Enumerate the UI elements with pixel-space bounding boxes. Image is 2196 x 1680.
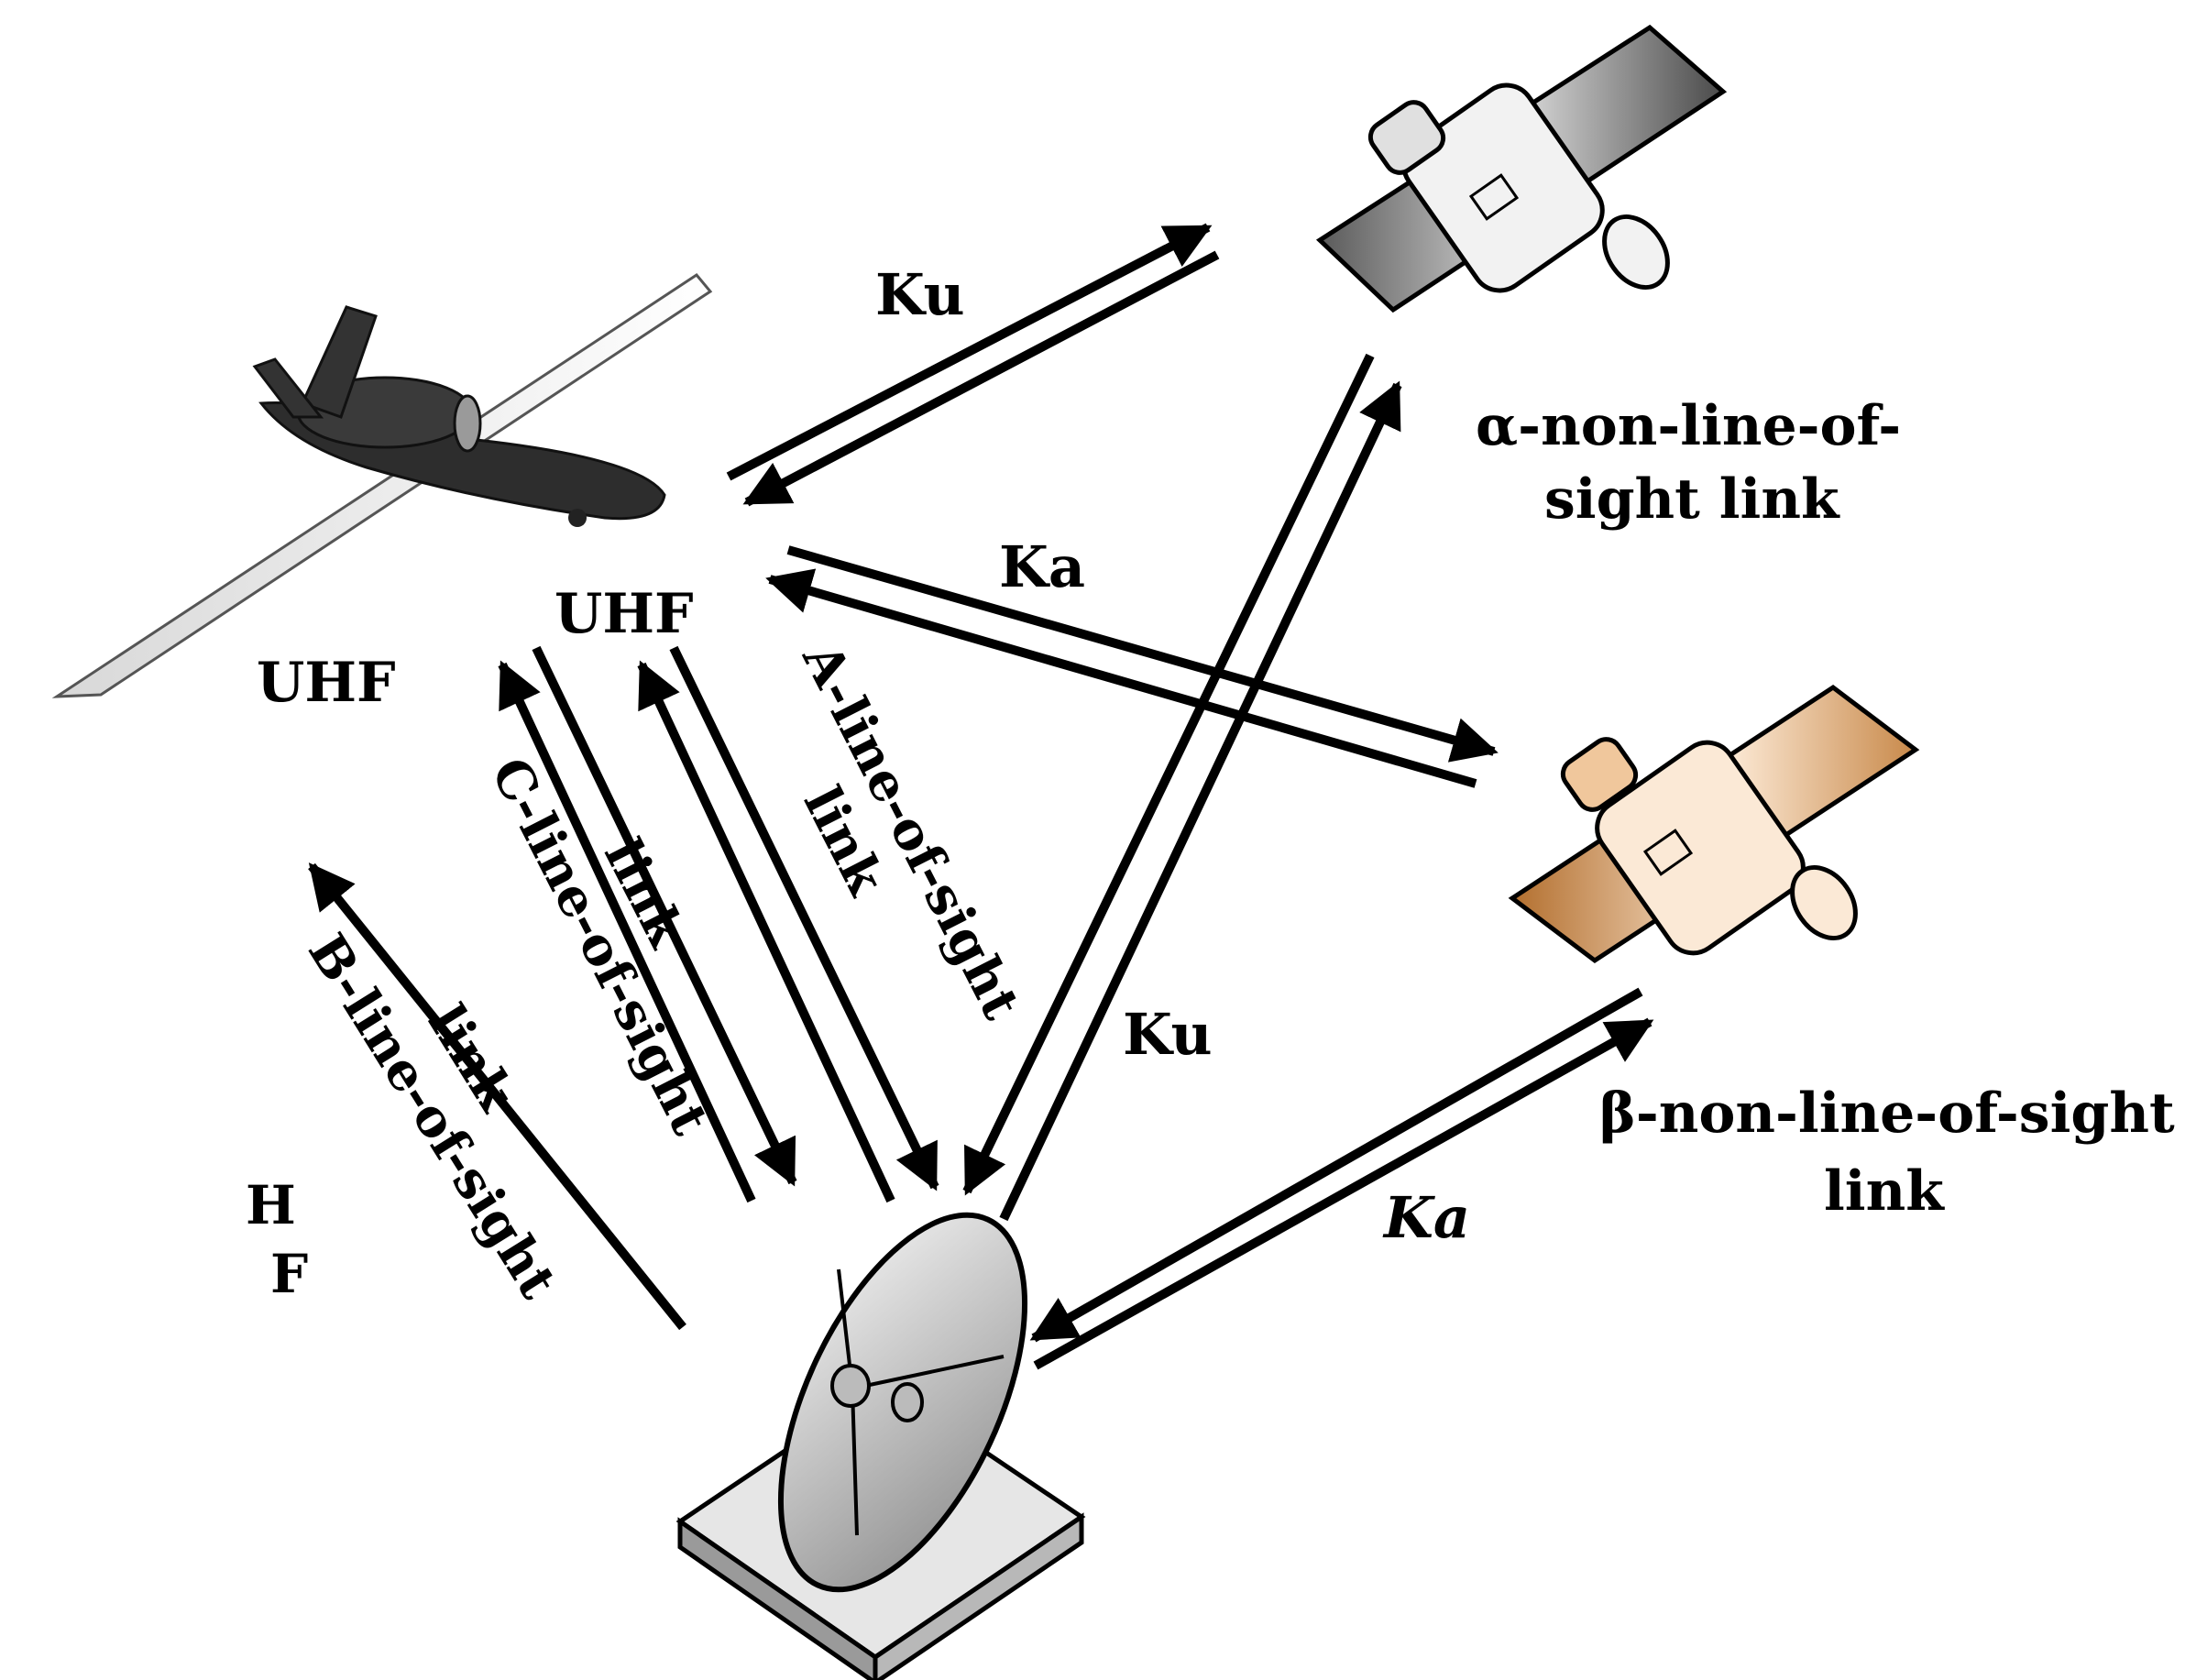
- beta-nlos-label-line1: β-non-line-of-sight: [1599, 1082, 2175, 1146]
- b-los-hf-arrow: [308, 862, 686, 1331]
- satellite-dish-icon: [675, 1212, 1086, 1680]
- ka-uplink-arrow: [786, 545, 1499, 763]
- ka-downlink-arrow: [765, 568, 1477, 788]
- ku-uplink-arrow: [726, 223, 1213, 481]
- c-los-down-arrow: [532, 645, 797, 1187]
- alpha-nlos-label-line2: sight link: [1544, 467, 1840, 532]
- satellite-beta-icon: [1508, 684, 1920, 964]
- beta-nlos-label-line2: link: [1824, 1159, 1945, 1224]
- hf-label-h: H: [246, 1174, 296, 1236]
- alpha-nlos-label-line1: α-non-line-of-: [1476, 394, 1901, 458]
- a-los-up-arrow: [637, 660, 895, 1203]
- ku-right-label: Ku: [1123, 1001, 1213, 1068]
- a-los-down-arrow: [669, 645, 939, 1191]
- satellite-alpha-icon: [1315, 24, 1728, 313]
- hf-label-f: F: [270, 1243, 308, 1305]
- c-los-up-arrow: [498, 660, 756, 1203]
- ku-ground-uplink-arrow: [999, 380, 1402, 1222]
- ka-ground-downlink-arrow: [1029, 987, 1643, 1343]
- ka-mid-label: Ka: [999, 533, 1085, 600]
- link-arrows: [308, 223, 1654, 1370]
- ku-top-label: Ku: [875, 261, 965, 328]
- b-los-label-line1: B-line-of-sight: [296, 923, 568, 1309]
- ka-ground-uplink-arrow: [1033, 1017, 1654, 1370]
- uhf-right-label: UHF: [554, 582, 694, 646]
- uav-drone-icon: [51, 273, 713, 698]
- uhf-left-label: UHF: [257, 651, 396, 715]
- ku-downlink-arrow: [742, 250, 1220, 507]
- ka-bottom-label: Ka: [1382, 1184, 1470, 1251]
- ku-ground-downlink-arrow: [962, 353, 1375, 1196]
